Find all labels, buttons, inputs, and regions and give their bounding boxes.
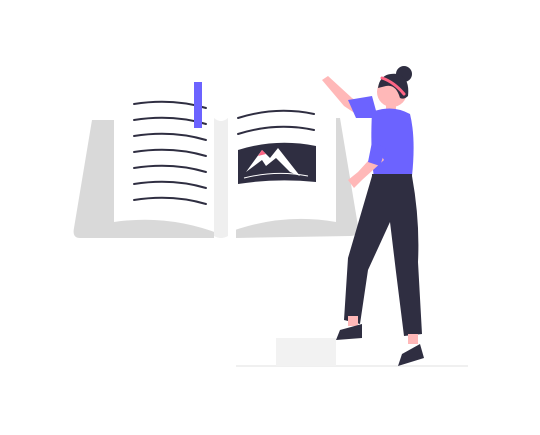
text-line xyxy=(133,196,207,205)
text-line xyxy=(133,148,207,157)
woman-figure-icon xyxy=(322,66,424,366)
step-block xyxy=(276,338,336,366)
right-shoe xyxy=(398,344,424,366)
page-picture xyxy=(238,142,316,184)
pants xyxy=(344,176,422,336)
left-ankle xyxy=(348,316,358,326)
book-left-page xyxy=(114,106,220,234)
book-icon xyxy=(73,82,359,238)
book-gutter xyxy=(214,118,228,238)
left-page-text xyxy=(133,100,207,205)
bookmark-icon xyxy=(194,82,202,128)
headband xyxy=(380,76,406,96)
text-line xyxy=(237,125,315,135)
picture-accent xyxy=(258,150,266,156)
belt xyxy=(372,174,412,180)
shirt xyxy=(371,108,414,178)
raised-sleeve xyxy=(348,96,378,118)
text-line xyxy=(237,109,315,119)
text-line xyxy=(133,180,207,189)
text-line xyxy=(133,132,207,141)
lower-sleeve xyxy=(368,142,386,166)
left-shoe xyxy=(336,324,362,340)
right-ankle xyxy=(408,334,418,344)
text-line xyxy=(133,164,207,173)
picture-frame xyxy=(238,142,316,184)
picture-wave xyxy=(243,172,309,179)
right-page-text xyxy=(237,109,315,135)
